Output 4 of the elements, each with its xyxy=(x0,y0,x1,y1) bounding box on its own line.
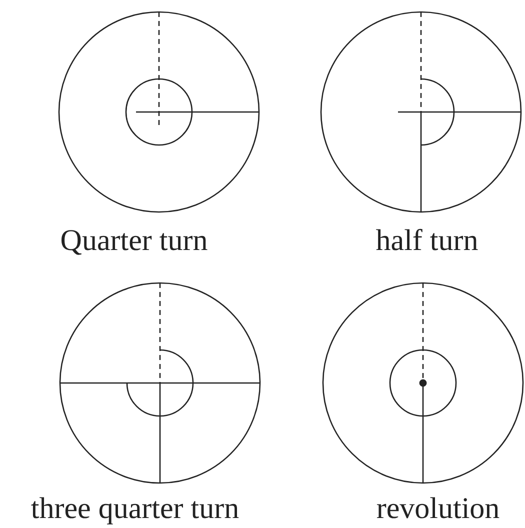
caption-text: revolution xyxy=(376,494,500,524)
caption-text: Quarter turn xyxy=(60,226,208,256)
caption-text: half turn xyxy=(376,226,478,256)
caption-text: three quarter turn xyxy=(30,494,240,524)
